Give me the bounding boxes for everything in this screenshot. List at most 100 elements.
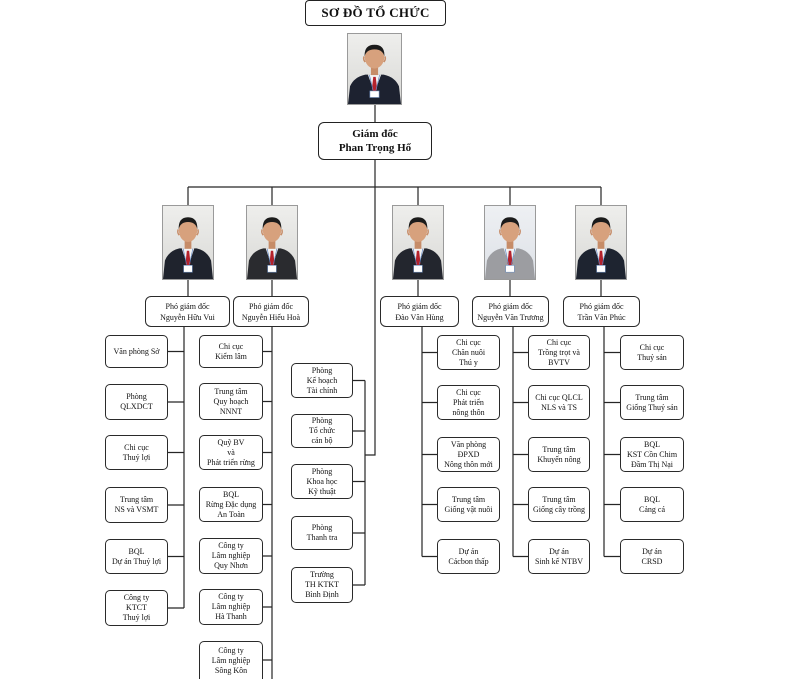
unit-du-an-crsd: Dự án CRSD — [620, 539, 684, 574]
unit-cong-ty-lam-nghiep-ha-thanh: Công ty Lâm nghiệp Hà Thanh — [199, 589, 263, 625]
unit-trung-tam-giong-thuy-san: Trung tâm Giống Thuỷ sản — [620, 385, 684, 420]
unit-label-line: NNNT — [219, 406, 243, 416]
person-portrait-icon — [348, 43, 401, 104]
unit-phong-khoa-hoc-ky-thuat: Phòng Khoa học Kỹ thuật — [291, 464, 353, 499]
unit-label-line: TH KTKT — [305, 580, 339, 589]
unit-label-line: Công ty — [218, 541, 244, 550]
unit-label-line: Tài chính — [306, 385, 338, 395]
unit-label-line: Thú y — [459, 357, 478, 367]
unit-label-line: Trung tâm — [451, 494, 486, 504]
vice-director-photo-hung — [392, 205, 444, 280]
unit-label-line: Thanh tra — [306, 533, 338, 542]
person-portrait-icon — [576, 216, 626, 279]
unit-label-line: Khoa học — [306, 476, 338, 486]
unit-phong-ke-hoach-tai-chinh: Phòng Kế hoạch Tài chính — [291, 363, 353, 398]
unit-label-line: Phòng — [126, 392, 147, 401]
unit-label-line: Lâm nghiệp — [211, 602, 251, 611]
unit-label-line: BQL — [223, 489, 239, 499]
unit-label-line: Chi cục — [124, 442, 149, 452]
unit-chi-cuc-phat-trien-nong-thon: Chi cục Phát triển nông thôn — [437, 385, 500, 420]
person-portrait-icon — [163, 216, 213, 279]
unit-trung-tam-giong-vat-nuoi: Trung tâm Giống vật nuôi — [437, 487, 500, 522]
vice-director-box-phuc: Phó giám đốc Trần Văn Phúc — [563, 296, 640, 327]
vice-director-name: Nguyễn Hữu Vui — [160, 312, 215, 322]
unit-label-line: Kế hoạch — [306, 375, 338, 385]
unit-cong-ty-ktct-thuy-loi: Công ty KTCT Thuỷ lợi — [105, 590, 168, 626]
unit-label-line: An Toàn — [217, 509, 245, 519]
unit-label-line: Lâm nghiệp — [211, 655, 251, 665]
connector-phuc-units — [603, 327, 620, 558]
unit-label-line: Công ty — [218, 592, 244, 601]
unit-label-line: Phát triển rừng — [207, 457, 255, 467]
unit-bql-rung-dac-dung-an-toan: BQL Rừng Đặc dụng An Toàn — [199, 487, 263, 522]
unit-label-line: Sinh kế NTBV — [535, 556, 583, 566]
connector-truong-units — [512, 327, 528, 558]
unit-label-line: QLXDCT — [120, 402, 153, 411]
chart-title-text: SƠ ĐỒ TỔ CHỨC — [321, 5, 430, 20]
unit-label-line: Trồng trọt và — [538, 347, 580, 357]
unit-label-line: Phòng — [311, 523, 333, 532]
unit-trung-tam-khuyen-nong: Trung tâm Khuyến nông — [528, 437, 590, 472]
person-portrait-icon — [485, 216, 535, 279]
connector-hoa-units — [263, 327, 273, 679]
connector-director-units — [353, 379, 366, 586]
unit-bql-du-an-thuy-loi: BQL Dự án Thuỷ lợi — [105, 539, 168, 574]
unit-chi-cuc-kiem-lam: Chi cục Kiểm lâm — [199, 335, 263, 368]
unit-label-line: BQL — [644, 439, 660, 449]
unit-label-line: Công ty — [123, 593, 150, 602]
vice-director-photo-phuc — [575, 205, 627, 280]
unit-label-line: ĐPXD — [457, 449, 480, 459]
unit-label-line: Sông Kôn — [214, 665, 248, 675]
unit-phong-thanh-tra: Phòng Thanh tra — [291, 516, 353, 550]
unit-label-line: Rừng Đặc dụng — [205, 499, 257, 509]
unit-label-line: Phòng — [311, 466, 333, 476]
unit-phong-qlxdct: Phòng QLXDCT — [105, 384, 168, 420]
unit-trung-tam-quy-hoach-nnnt: Trung tâm Quy hoạch NNNT — [199, 383, 263, 420]
unit-label-line: Hà Thanh — [215, 612, 247, 621]
unit-label-line: Khuyến nông — [537, 454, 581, 464]
unit-label-line: Bình Định — [305, 590, 339, 599]
vice-director-name: Nguyễn Văn Trương — [477, 312, 544, 322]
unit-label-line: Thuỷ sản — [637, 352, 667, 362]
unit-du-an-sinh-ke-ntbv: Dự án Sinh kế NTBV — [528, 539, 590, 574]
unit-label-line: Chi cục QLCL — [535, 392, 583, 402]
unit-cong-ty-lam-nghiep-quy-nhon: Công ty Lâm nghiệp Quy Nhơn — [199, 538, 263, 574]
unit-cong-ty-lam-nghiep-song-kon: Công ty Lâm nghiệp Sông Kôn — [199, 641, 263, 679]
connector-hung-units — [421, 327, 437, 558]
unit-label-line: Văn phòng Sở — [113, 346, 160, 356]
unit-trung-tam-ns-vsmt: Trung tâm NS và VSMT — [105, 487, 168, 523]
unit-label-line: Văn phòng — [450, 439, 487, 449]
unit-label-line: Dự án — [642, 546, 662, 556]
chart-title: SƠ ĐỒ TỔ CHỨC — [305, 0, 446, 26]
unit-label-line: Chi cục — [456, 387, 481, 397]
director-name: Phan Trọng Hổ — [338, 142, 412, 154]
vice-director-box-hung: Phó giám đốc Đào Văn Hùng — [380, 296, 459, 327]
unit-label-line: Dự án Thuỷ lợi — [111, 556, 162, 566]
unit-label-line: Cácbon thấp — [448, 556, 489, 566]
person-portrait-icon — [393, 216, 443, 279]
unit-label-line: BQL — [128, 546, 145, 556]
unit-label-line: Nông thôn mới — [444, 459, 493, 469]
unit-label-line: Chăn nuôi — [451, 347, 486, 357]
unit-bql-cang-ca: BQL Cảng cá — [620, 487, 684, 522]
unit-label-line: cán bộ — [311, 436, 333, 445]
unit-label-line: Trung tâm — [635, 392, 669, 402]
unit-van-phong-so: Văn phòng Sở — [105, 335, 168, 368]
unit-quy-bv-phat-trien-rung: Quỹ BV và Phát triển rừng — [199, 435, 263, 470]
unit-label-line: KTCT — [126, 603, 147, 612]
unit-label-line: Chi cục — [218, 341, 244, 351]
unit-label-line: Chi cục — [456, 337, 481, 347]
unit-label-line: và — [227, 447, 235, 457]
unit-label-line: BQL — [644, 494, 660, 504]
vice-director-name: Nguyễn Hiếu Hoà — [241, 312, 301, 322]
unit-label-line: BVTV — [548, 357, 570, 367]
unit-label-line: NS và VSMT — [114, 505, 159, 514]
unit-label-line: Công ty — [218, 645, 244, 655]
unit-label-line: Dự án — [549, 546, 569, 556]
vice-director-role: Phó giám đốc — [165, 301, 210, 311]
unit-trung-tam-giong-cay-trong: Trung tâm Giống cây trồng — [528, 487, 590, 522]
connector-vice-director-bar — [187, 186, 602, 205]
unit-label-line: Lâm nghiệp — [211, 551, 251, 560]
unit-label-line: Trung tâm — [119, 495, 154, 504]
unit-label-line: Quy Nhơn — [214, 561, 248, 570]
